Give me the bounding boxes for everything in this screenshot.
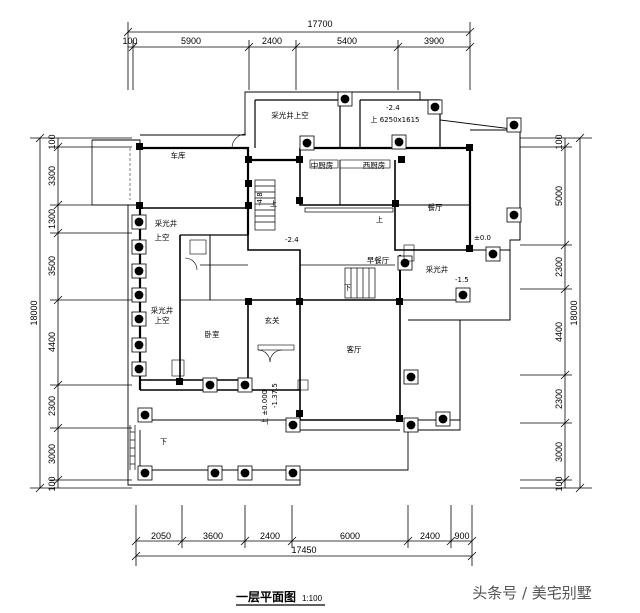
room-lightwell-upper: 采光井上空 [271, 110, 309, 120]
note-elev-3: ±0.0 [474, 234, 491, 242]
room-foyer: 玄关 [265, 315, 280, 325]
dim-left-seg-1: 100 [47, 134, 57, 149]
dim-bottom-seg-1: 2050 [151, 531, 171, 541]
watermark: 头条号 / 美宅别墅 [472, 584, 592, 602]
dim-right-seg-7: 100 [554, 476, 564, 491]
note-up-2: 上 [270, 199, 277, 208]
top-dimension-chain [123, 22, 475, 90]
drawing-title: 一层平面图 [236, 590, 296, 604]
dim-bottom-total: 17450 [291, 545, 316, 555]
note-elev-1: -2.4 [285, 236, 299, 244]
room-garage: 车库 [171, 150, 186, 160]
dim-left-seg-5: 4400 [47, 332, 57, 352]
dim-left-seg-4: 3500 [47, 256, 57, 276]
dim-bottom-seg-2: 3600 [203, 531, 223, 541]
room-living: 客厅 [347, 344, 362, 354]
right-dimension-chain [520, 133, 592, 493]
door-swings [171, 133, 415, 391]
dim-top-seg-1: 100 [122, 36, 137, 46]
dim-left-seg-8: 100 [47, 476, 57, 491]
dim-bottom-seg-3: 2400 [260, 531, 280, 541]
dim-top-seg-2: 5900 [181, 36, 201, 46]
dim-left-seg-3: 1300 [47, 209, 57, 229]
dim-left-seg-7: 3000 [47, 444, 57, 464]
dim-top-seg-4: 5400 [337, 36, 357, 46]
note-level-2: -1.37.5 [271, 383, 279, 408]
stairs [129, 179, 394, 470]
dim-right-total: 18000 [569, 300, 579, 325]
drawing-scale: 1:100 [302, 594, 323, 603]
dim-right-seg-6: 3000 [554, 442, 564, 462]
note-steps: 上 6250x1615 [371, 115, 420, 124]
room-lightwell-left-2: 采光井 [151, 305, 174, 315]
room-family-dining: 早餐厅 [367, 256, 390, 265]
room-western-kitchen: 西厨房 [363, 160, 386, 170]
note-down-2: 下 [160, 438, 167, 446]
dim-left-seg-6: 2300 [47, 396, 57, 416]
dim-left-total: 18000 [29, 300, 39, 325]
room-upper-void-2: 上空 [155, 315, 170, 325]
dim-right-seg-5: 2300 [554, 389, 564, 409]
room-lightwell-right: 采光井 [426, 264, 449, 274]
planters [131, 91, 522, 481]
room-dining: 餐厅 [428, 203, 443, 212]
dim-top-total: 17700 [307, 19, 332, 29]
left-dimension-chain [30, 133, 132, 493]
dim-right-seg-2: 5000 [554, 186, 564, 206]
room-bedroom: 卧室 [205, 329, 220, 339]
note-elev-2: -1.5 [455, 276, 469, 284]
note-elev-5: -2.4 [386, 104, 400, 112]
note-level: 上 ±0.000 [260, 390, 269, 425]
dim-top-seg-5: 3900 [424, 36, 444, 46]
dim-right-seg-3: 2300 [554, 257, 564, 277]
dim-left-seg-2: 3300 [47, 166, 57, 186]
dim-top-seg-3: 2400 [262, 36, 282, 46]
dim-bottom-seg-6: 900 [454, 531, 469, 541]
note-up-1: 上 [376, 215, 383, 224]
room-lightwell-left-1: 采光井 [155, 218, 178, 228]
room-chinese-kitchen: 中厨房 [311, 160, 334, 170]
note-down-1: 下 [344, 284, 351, 292]
dim-bottom-seg-5: 2400 [420, 531, 440, 541]
bottom-dimension-chain [131, 505, 477, 566]
dim-right-seg-4: 4400 [554, 322, 564, 342]
note-elev-4: -4.8 [256, 192, 264, 206]
room-upper-void-1: 上空 [155, 232, 170, 242]
dim-bottom-seg-4: 6000 [340, 531, 360, 541]
dim-right-seg-1: 100 [554, 134, 564, 149]
